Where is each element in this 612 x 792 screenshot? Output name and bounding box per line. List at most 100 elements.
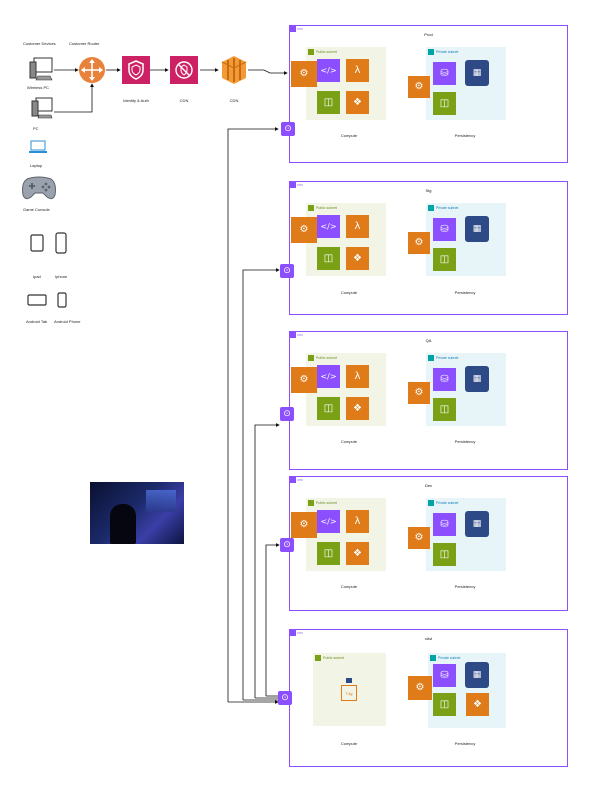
transit-hub-prod[interactable]: ⊙	[281, 122, 295, 136]
public-subnet-icon	[315, 655, 321, 661]
android-tab-icon[interactable]	[27, 294, 47, 306]
ipad-icon[interactable]	[30, 234, 44, 252]
cloudfront-icon[interactable]	[220, 54, 248, 86]
pc-icon[interactable]	[30, 96, 54, 120]
ec2-chip-label: T4g	[345, 690, 353, 696]
storage-bucket-icon[interactable]: ◫	[433, 92, 456, 115]
lambda-icon[interactable]: λ	[346, 215, 369, 238]
database-icon[interactable]: ⛁	[433, 664, 456, 687]
wireless-pc-icon[interactable]	[28, 56, 54, 82]
developer-photo	[90, 482, 184, 544]
laptop-icon[interactable]	[28, 140, 48, 154]
lambda-icon[interactable]: λ	[346, 59, 369, 82]
iphone-icon[interactable]	[55, 232, 67, 254]
storage-bucket-icon[interactable]: ◫	[433, 693, 456, 716]
android-phone-icon[interactable]	[57, 292, 67, 308]
game-console-label: Game Console	[23, 207, 50, 212]
persistency-lb-icon[interactable]: ⚙	[408, 527, 430, 549]
api-gateway-icon[interactable]: </>	[317, 59, 340, 82]
backbone-a	[227, 127, 279, 702]
storage-bucket-icon[interactable]: ◫	[433, 398, 456, 421]
s3-bucket-icon[interactable]: ◫	[317, 397, 340, 420]
private-subnet-icon	[428, 49, 434, 55]
database-icon[interactable]: ⛁	[433, 368, 456, 391]
s3-bucket-icon[interactable]: ◫	[317, 247, 340, 270]
vpc-title: Dev	[424, 483, 433, 488]
load-balancer-icon[interactable]: ⚙	[291, 61, 317, 87]
container-icon[interactable]: ❖	[466, 693, 489, 716]
identity-auth-icon[interactable]	[122, 56, 150, 84]
transit-hub-dev[interactable]: ⊙	[280, 538, 294, 552]
storage-bucket-icon[interactable]: ◫	[433, 248, 456, 271]
database-icon[interactable]: ⛁	[433, 513, 456, 536]
load-balancer-icon[interactable]: ⚙	[291, 367, 317, 393]
s3-bucket-icon[interactable]: ◫	[317, 91, 340, 114]
private-subnet-label: Private subnet	[438, 656, 461, 660]
transit-hub-stg[interactable]: ⊙	[280, 264, 294, 278]
load-balancer-icon[interactable]: ⚙	[291, 512, 317, 538]
backbone-c	[254, 423, 280, 698]
storage-bucket-icon[interactable]: ◫	[433, 543, 456, 566]
database-icon[interactable]: ⛁	[433, 62, 456, 85]
dynamodb-icon[interactable]: ▦	[465, 60, 489, 86]
public-subnet: Public subnet T4g	[313, 653, 386, 726]
vpc-tag-label: VPC	[297, 183, 304, 187]
laptop-label: Laptop	[30, 163, 43, 168]
vpc-tag-label: VPC	[297, 631, 304, 635]
public-subnet-icon	[308, 49, 314, 55]
pc-to-router-line	[54, 83, 94, 113]
vpc-icon	[290, 26, 296, 32]
api-gateway-icon[interactable]: </>	[317, 510, 340, 533]
wireless-pc-label: Wireless PC	[27, 85, 50, 90]
container-icon[interactable]: ❖	[346, 247, 369, 270]
persistency-lb-icon[interactable]: ⚙	[408, 76, 430, 98]
lambda-icon[interactable]: λ	[346, 365, 369, 388]
persistency-label: Persistency	[454, 584, 476, 589]
dynamodb-icon[interactable]: ▦	[465, 216, 489, 242]
customer-router-label: Customer Router	[69, 41, 100, 46]
container-icon[interactable]: ❖	[346, 91, 369, 114]
persistency-label: Persistency	[454, 741, 476, 746]
load-balancer-icon[interactable]: ⚙	[291, 217, 317, 243]
cdn-shield-icon[interactable]	[170, 56, 198, 84]
transit-hub-icon: ⊙	[283, 265, 291, 276]
compute-label: Compute	[340, 290, 358, 295]
ec2-badge-icon	[346, 678, 352, 683]
vpc-icon	[290, 477, 296, 483]
vpc-title: Stg	[425, 188, 432, 193]
database-icon[interactable]: ⛁	[433, 218, 456, 241]
router-icon[interactable]	[78, 56, 106, 84]
api-gateway-icon[interactable]: </>	[317, 215, 340, 238]
private-subnet-icon	[428, 500, 434, 506]
private-subnet-label: Private subnet	[436, 356, 459, 360]
transit-hub-qa[interactable]: ⊙	[280, 407, 294, 421]
persistency-label: Persistency	[454, 290, 476, 295]
public-subnet-label: Public subnet	[316, 206, 338, 210]
api-gateway-icon[interactable]: </>	[317, 365, 340, 388]
game-console-icon[interactable]	[21, 175, 57, 201]
container-icon[interactable]: ❖	[346, 397, 369, 420]
s3-bucket-icon[interactable]: ◫	[317, 542, 340, 565]
container-icon[interactable]: ❖	[346, 542, 369, 565]
persistency-lb-icon[interactable]: ⚙	[408, 382, 430, 404]
compute-label: Compute	[340, 741, 358, 746]
persistency-lb-icon[interactable]: ⚙	[408, 232, 430, 254]
private-subnet-label: Private subnet	[436, 50, 459, 54]
android-phone-label: Android Phone	[54, 319, 81, 324]
vpc-stg: VPC Stg Public subnet Private subnet ⚙ <…	[289, 181, 568, 315]
transit-hub-icon: ⊙	[283, 408, 291, 419]
dynamodb-icon[interactable]: ▦	[465, 511, 489, 537]
private-subnet-icon	[428, 355, 434, 361]
dynamodb-icon[interactable]: ▦	[465, 662, 489, 688]
vpc-qa: VPC QA Public subnet Private subnet ⚙ </…	[289, 331, 568, 470]
public-subnet-icon	[308, 355, 314, 361]
public-subnet-label: Public subnet	[316, 50, 338, 54]
persistency-lb-icon[interactable]: ⚙	[408, 676, 432, 700]
vpc-tag: VPC	[290, 332, 303, 338]
vpc-tag-label: VPC	[297, 333, 304, 337]
transit-hub-xavl[interactable]: ⊙	[278, 691, 292, 705]
dynamodb-icon[interactable]: ▦	[465, 366, 489, 392]
ec2-instance-icon[interactable]: T4g	[341, 685, 357, 701]
vpc-icon	[290, 332, 296, 338]
lambda-icon[interactable]: λ	[346, 510, 369, 533]
